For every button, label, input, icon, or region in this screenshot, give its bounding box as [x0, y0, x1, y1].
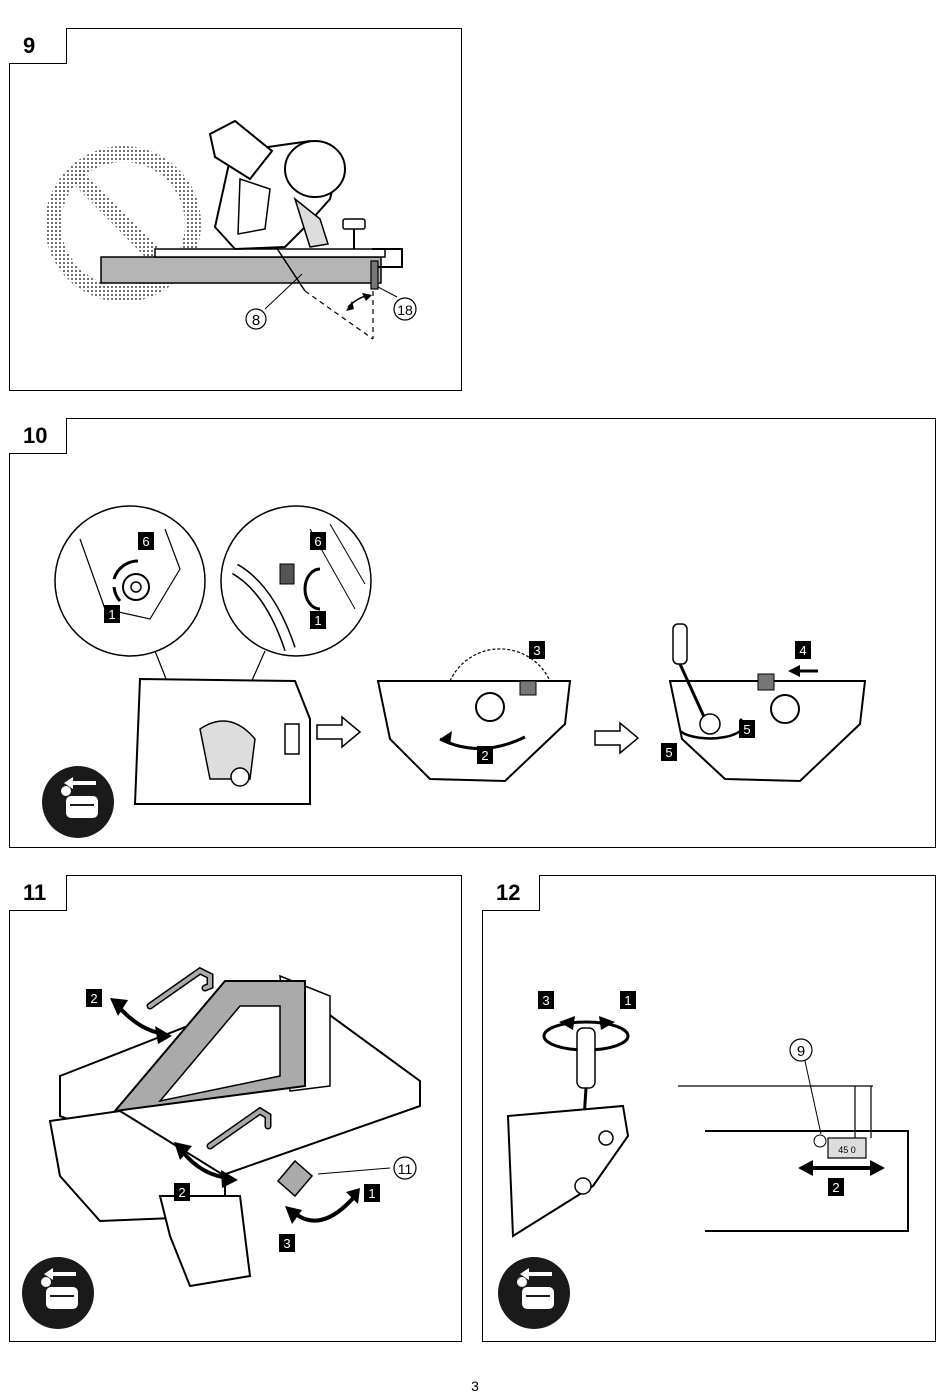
- step-badge-5a: 5: [739, 720, 755, 738]
- callout-18: 18: [394, 298, 416, 320]
- callout-9: 9: [790, 1039, 812, 1061]
- step-badge-1: 1: [620, 991, 636, 1009]
- svg-text:1: 1: [314, 613, 321, 628]
- unplug-icon: [498, 1257, 570, 1329]
- callout-8: 8: [246, 309, 266, 329]
- svg-text:1: 1: [108, 607, 115, 622]
- svg-text:18: 18: [397, 302, 413, 318]
- step-badge-2: 2: [477, 746, 493, 764]
- step-badge-3: 3: [538, 991, 554, 1009]
- svg-text:2: 2: [178, 1185, 185, 1200]
- page-number: 3: [0, 1378, 950, 1394]
- step-badge-4: 4: [795, 641, 811, 659]
- step-badge-6a: 6: [138, 532, 154, 550]
- svg-text:2: 2: [481, 748, 488, 763]
- figure-9-illustration: 8 18: [10, 29, 463, 392]
- figure-12-panel: 12 45 0 9 3 1: [482, 875, 936, 1342]
- step-badge-5b: 5: [661, 743, 677, 761]
- unplug-icon: [22, 1257, 94, 1329]
- step-badge-1b: 1: [310, 611, 326, 629]
- svg-text:3: 3: [542, 993, 549, 1008]
- svg-text:9: 9: [797, 1043, 805, 1060]
- step-badge-2: 2: [86, 989, 102, 1007]
- svg-text:11: 11: [398, 1161, 413, 1177]
- svg-text:3: 3: [533, 643, 540, 658]
- figure-11-panel: 11 11: [9, 875, 462, 1342]
- step-badge-3: 3: [529, 641, 545, 659]
- svg-text:6: 6: [314, 534, 321, 549]
- step-badge-2b: 2: [174, 1183, 190, 1201]
- svg-text:8: 8: [252, 312, 260, 329]
- figure-12-illustration: 45 0 9 3 1 2: [483, 876, 937, 1343]
- svg-text:2: 2: [832, 1180, 839, 1195]
- svg-text:2: 2: [90, 991, 97, 1006]
- step-badge-2: 2: [828, 1178, 844, 1196]
- step-badge-1: 1: [364, 1184, 380, 1202]
- svg-text:1: 1: [624, 993, 631, 1008]
- step-badge-3: 3: [279, 1234, 295, 1252]
- svg-text:3: 3: [283, 1236, 290, 1251]
- figure-11-illustration: 11 2 2 1 3: [10, 876, 463, 1343]
- figure-9-panel: 9: [9, 28, 462, 391]
- svg-text:5: 5: [665, 745, 672, 760]
- callout-11: 11: [394, 1157, 416, 1179]
- process-arrow-1: [317, 717, 360, 747]
- step-badge-6b: 6: [310, 532, 326, 550]
- svg-text:5: 5: [743, 722, 750, 737]
- svg-text:1: 1: [368, 1186, 375, 1201]
- step-badge-1a: 1: [104, 605, 120, 623]
- figure-10-panel: 10 6 1 6 1: [9, 418, 936, 848]
- svg-text:6: 6: [142, 534, 149, 549]
- unplug-icon: [42, 766, 114, 838]
- figure-10-illustration: 6 1 6 1 3 2: [10, 419, 937, 849]
- process-arrow-2: [595, 723, 638, 753]
- svg-text:4: 4: [799, 643, 806, 658]
- scale-text: 45 0: [838, 1145, 856, 1155]
